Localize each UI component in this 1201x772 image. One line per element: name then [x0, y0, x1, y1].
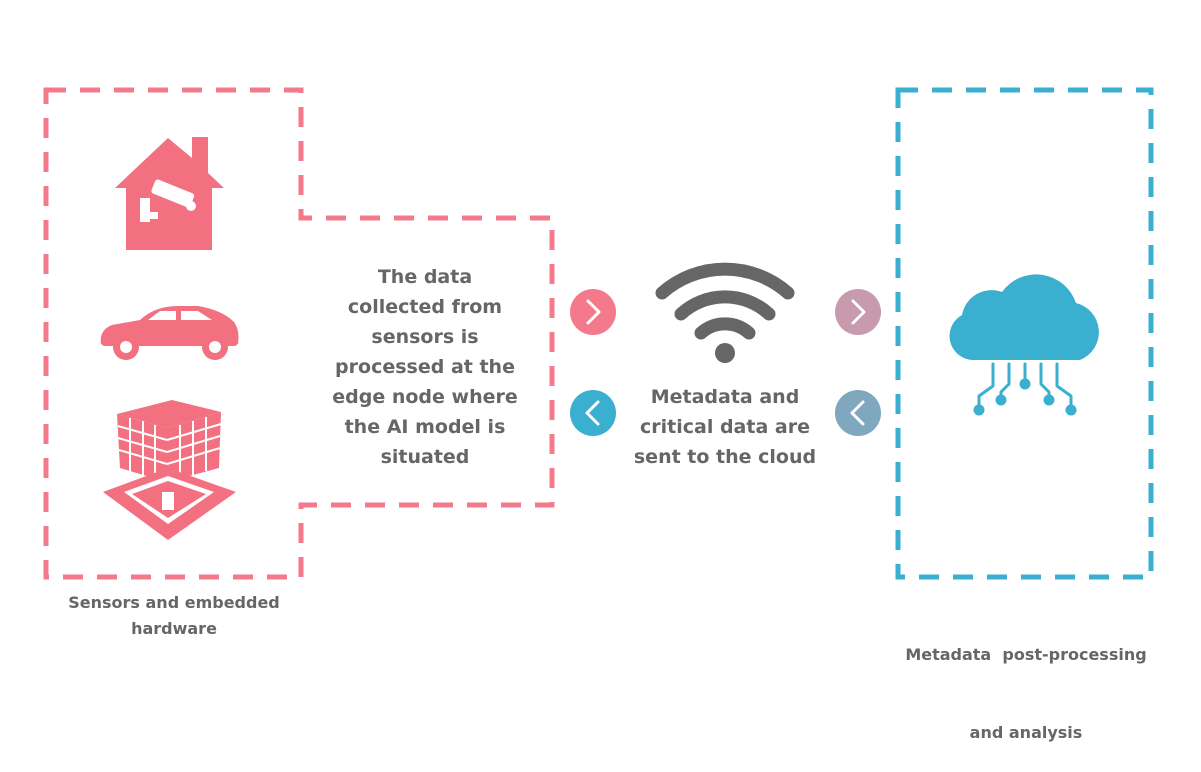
edge-text-line: processed at the	[335, 356, 515, 378]
home-camera-icon	[115, 137, 224, 250]
cloud-caption-line: and analysis	[969, 723, 1083, 742]
car-icon	[100, 306, 239, 360]
transfer-text-line: critical data are	[640, 416, 810, 438]
edge-text-line: the AI model is	[344, 416, 506, 438]
arrow-left-teal-icon	[570, 390, 616, 436]
sensors-caption: Sensors and embedded hardware	[40, 590, 308, 642]
sensors-caption-line: hardware	[131, 619, 217, 638]
cloud-dashed-frame	[895, 87, 1154, 580]
arrow-right-mauve-icon	[835, 289, 881, 335]
wifi-dot	[715, 343, 735, 363]
edge-text-line: The data	[377, 266, 473, 288]
cloud-caption: Metadata post-processing and analysis	[876, 590, 1176, 772]
edge-text-line: situated	[380, 446, 470, 468]
cloud-caption-line: Metadata post-processing	[905, 645, 1147, 664]
cloud-computing-icon	[949, 274, 1099, 416]
arrow-right-pink-icon	[570, 289, 616, 335]
edge-text-line: edge node where	[332, 386, 518, 408]
building-icon	[103, 400, 236, 540]
sensors-edge-dashed-frame	[43, 87, 555, 580]
diagram-canvas	[43, 87, 1154, 580]
transfer-text-line: Metadata and	[650, 386, 800, 408]
transfer-description: Metadata and critical data are sent to t…	[618, 382, 832, 472]
wifi-icon	[655, 262, 795, 340]
edge-text-line: collected from	[347, 296, 503, 318]
arrow-left-slate-icon	[835, 390, 881, 436]
transfer-text-line: sent to the cloud	[633, 446, 817, 468]
edge-node-description: The data collected from sensors is proce…	[318, 262, 532, 472]
edge-text-line: sensors is	[371, 326, 479, 348]
sensors-caption-line: Sensors and embedded	[68, 593, 280, 612]
